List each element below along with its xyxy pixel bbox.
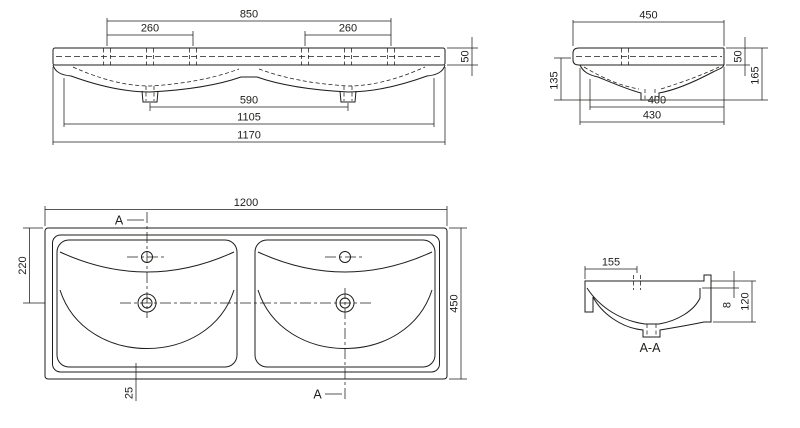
dim-220: 220 bbox=[17, 256, 29, 274]
dim-165: 165 bbox=[750, 66, 762, 84]
dim-450-side: 450 bbox=[639, 10, 657, 22]
section-inner-bowl-surface bbox=[586, 287, 701, 325]
dim-1170: 1170 bbox=[237, 130, 261, 142]
dim-1200: 1200 bbox=[234, 197, 258, 209]
dim-260-right: 260 bbox=[339, 23, 357, 35]
section-tap-hole-hidden bbox=[633, 275, 641, 290]
drawing-lines: 850 260 260 50 590 1105 1170 bbox=[17, 9, 768, 402]
front-dimension-lines bbox=[52, 18, 478, 145]
front-elevation-view: 850 260 260 50 590 1105 1170 bbox=[52, 9, 478, 145]
side-underside-profile bbox=[579, 64, 725, 101]
side-elevation-view: 450 50 135 165 400 430 bbox=[549, 10, 768, 125]
front-hidden-bowl-lines bbox=[72, 66, 426, 101]
front-rim bbox=[52, 47, 446, 66]
section-view-label: A-A bbox=[640, 341, 662, 355]
section-marker-bottom-label: A bbox=[313, 388, 322, 402]
section-dimension-lines bbox=[584, 266, 756, 323]
dim-135: 135 bbox=[549, 71, 561, 89]
dim-430: 430 bbox=[643, 110, 661, 122]
section-outline bbox=[584, 274, 712, 338]
front-drain-stub-left bbox=[141, 90, 159, 103]
section-drain-hidden bbox=[646, 324, 657, 336]
dim-120: 120 bbox=[740, 292, 752, 310]
dim-25: 25 bbox=[124, 387, 136, 399]
dim-8: 8 bbox=[722, 302, 734, 308]
side-tap-hole-marks bbox=[621, 48, 629, 65]
side-basin-outline bbox=[572, 47, 725, 101]
plan-inner-rim bbox=[52, 234, 440, 373]
plan-outer-edge bbox=[44, 227, 448, 380]
plan-view: 1200 450 220 25 A A bbox=[17, 197, 467, 402]
plan-centerlines-and-section-line bbox=[120, 212, 372, 400]
section-marker-top-label: A bbox=[115, 214, 124, 228]
dim-850: 850 bbox=[240, 9, 258, 21]
plan-extension-lines bbox=[23, 206, 467, 380]
dim-260-left: 260 bbox=[141, 23, 159, 35]
dim-1105: 1105 bbox=[237, 112, 261, 124]
side-hidden-bowl-lines bbox=[583, 66, 720, 99]
front-drain-stub-right bbox=[339, 90, 357, 103]
plan-right-bowl bbox=[254, 239, 436, 368]
section-view: 155 8 120 A-A bbox=[584, 257, 756, 355]
section-outer-profile bbox=[584, 274, 712, 338]
dim-450-plan: 450 bbox=[449, 294, 461, 312]
plan-basin-outline bbox=[44, 212, 448, 400]
front-extension-lines bbox=[52, 18, 478, 145]
front-underside-profile bbox=[52, 64, 446, 93]
plan-dimension-lines bbox=[23, 206, 467, 401]
section-extension-lines bbox=[584, 266, 756, 323]
dim-400: 400 bbox=[648, 95, 666, 107]
side-rim bbox=[572, 47, 724, 66]
dim-50-side: 50 bbox=[733, 50, 745, 62]
side-extension-lines bbox=[554, 20, 768, 125]
side-dimension-lines bbox=[554, 20, 768, 125]
plan-section-markers bbox=[127, 219, 342, 395]
dim-155: 155 bbox=[602, 257, 620, 269]
dim-590: 590 bbox=[240, 95, 258, 107]
dim-50-front: 50 bbox=[460, 50, 472, 62]
front-tap-hole-marks bbox=[103, 48, 395, 65]
front-basin-outline bbox=[52, 47, 446, 103]
